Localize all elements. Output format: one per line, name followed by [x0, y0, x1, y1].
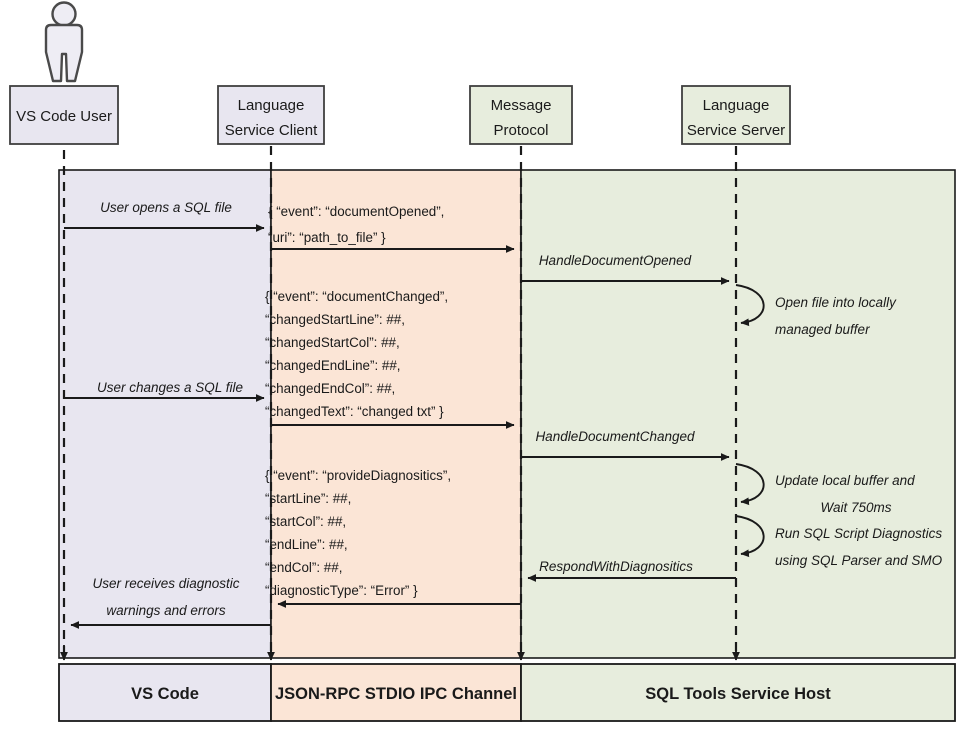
payload-p2-line-2: “changedStartCol”: ##,: [265, 335, 400, 350]
message-label-m1: User opens a SQL file: [100, 200, 232, 215]
participant-server-label-2: Service Server: [687, 122, 785, 139]
participant-client-label-1: Language: [238, 97, 305, 114]
self-call-open-file-buffer: Open file into locally managed buffer: [735, 284, 897, 337]
band-host: [520, 169, 956, 659]
user-return-line-2: warnings and errors: [106, 603, 226, 618]
payload-p1-line-0: { “event”: “documentOpened”,: [268, 204, 444, 219]
footer-label-host: SQL Tools Service Host: [645, 685, 831, 703]
footer-section-host[interactable]: [520, 663, 956, 722]
participant-server-label-1: Language: [703, 97, 770, 114]
footer-section-ipc[interactable]: [270, 663, 522, 722]
payload-p2-line-1: “changedStartLine”: ##,: [265, 312, 405, 327]
payload-document-opened: { “event”: “documentOpened”, “uri”: “pat…: [268, 204, 444, 245]
message-respond-with-diagnostics: RespondWithDiagnositics: [527, 559, 736, 582]
payload-p1-line-1: “uri”: “path_to_file” }: [268, 230, 386, 245]
payload-p2-line-5: “changedText”: “changed txt” }: [265, 404, 444, 419]
lifeline-bands: [58, 169, 956, 659]
footer-label-vscode: VS Code: [131, 685, 199, 703]
payload-p3-line-4: “endCol”: ##,: [265, 560, 342, 575]
message-label-m4: HandleDocumentChanged: [535, 429, 695, 444]
participant-server[interactable]: Language Service Server: [681, 85, 791, 145]
participant-proto[interactable]: Message Protocol: [469, 85, 573, 145]
vs-code-user-actor: [44, 1, 84, 83]
self-call-run-sql-diagnostics: Run SQL Script Diagnostics using SQL Par…: [735, 515, 943, 568]
participant-proto-label-2: Protocol: [493, 122, 548, 139]
message-handle-document-opened: HandleDocumentOpened: [521, 253, 730, 285]
payload-p3-line-3: “endLine”: ##,: [265, 537, 348, 552]
payload-document-changed: { “event”: “documentChanged”, “changedSt…: [265, 289, 448, 419]
band-vscode: [58, 169, 272, 659]
self-call-update-buffer-wait: Update local buffer and Wait 750ms: [735, 463, 915, 515]
message-handle-document-changed: HandleDocumentChanged: [521, 429, 730, 461]
self-call-s3-line-2: using SQL Parser and SMO: [775, 553, 943, 568]
user-return-line-1: User receives diagnostic: [92, 576, 239, 591]
footer-section-vscode[interactable]: [58, 663, 272, 722]
payload-p3-line-1: “startLine”: ##,: [265, 491, 351, 506]
self-call-s1-line-1: Open file into locally: [775, 295, 897, 310]
participant-client[interactable]: Language Service Client: [217, 85, 325, 145]
lifeline-terminators: [60, 645, 740, 661]
message-label-m5: RespondWithDiagnositics: [539, 559, 693, 574]
payload-p2-line-3: “changedEndLine”: ##,: [265, 358, 401, 373]
message-user-changes-sql-file: User changes a SQL file: [64, 380, 265, 402]
band-ipc: [270, 169, 522, 659]
lifelines: [62, 86, 738, 658]
payload-p2-line-0: { “event”: “documentChanged”,: [265, 289, 448, 304]
footer-label-ipc: JSON-RPC STDIO IPC Channel: [275, 685, 517, 703]
payload-provide-diagnostics: { “event”: “provideDiagnositics”, “start…: [265, 468, 451, 598]
payload-p2-line-4: “changedEndCol”: ##,: [265, 381, 395, 396]
message-user-opens-sql-file: User opens a SQL file: [64, 200, 265, 232]
message-user-receives-diagnostics: User receives diagnostic warnings and er…: [70, 576, 271, 629]
participant-user[interactable]: VS Code User: [9, 85, 119, 145]
participant-headers: VS Code User Language Service Client Mes…: [9, 85, 791, 145]
participant-client-label-2: Service Client: [225, 122, 318, 139]
message-label-m2: HandleDocumentOpened: [539, 253, 692, 268]
payload-p3-line-2: “startCol”: ##,: [265, 514, 346, 529]
message-label-m3: User changes a SQL file: [97, 380, 243, 395]
self-call-s2-line-2: Wait 750ms: [820, 500, 891, 515]
payload-p3-line-5: “diagnosticType”: “Error” }: [265, 583, 418, 598]
participant-proto-label-1: Message: [491, 97, 552, 114]
payload-p3-line-0: { “event”: “provideDiagnositics”,: [265, 468, 451, 483]
participant-user-label: VS Code User: [16, 108, 112, 125]
self-call-s2-line-1: Update local buffer and: [775, 473, 915, 488]
self-call-s3-line-1: Run SQL Script Diagnostics: [775, 526, 942, 541]
footer-bar: VS Code JSON-RPC STDIO IPC Channel SQL T…: [58, 663, 956, 722]
self-call-s1-line-2: managed buffer: [775, 322, 870, 337]
